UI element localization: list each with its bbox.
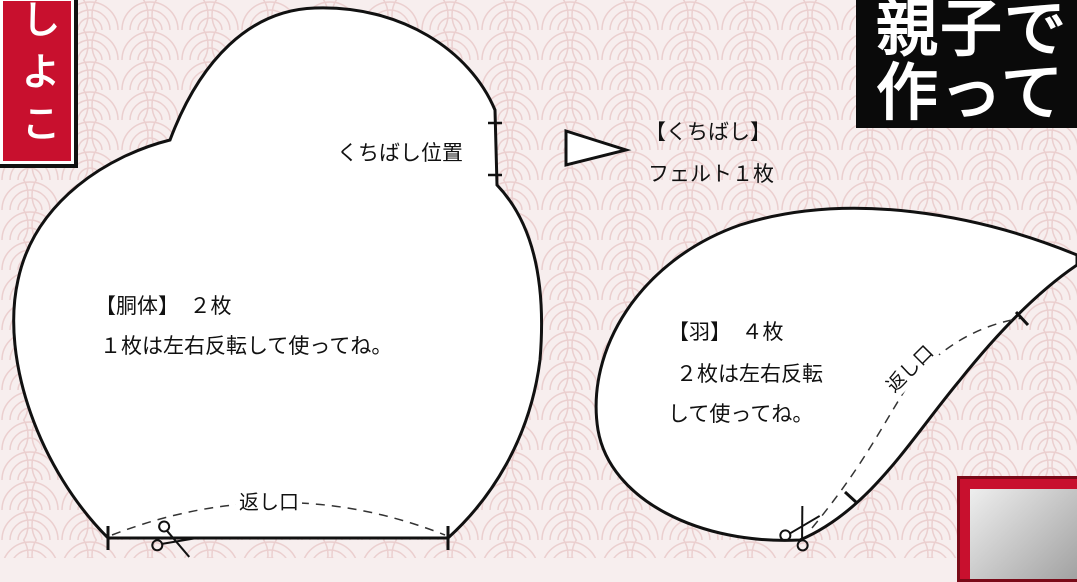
corner-tag	[0, 0, 78, 168]
title-box: 親子で 作って	[856, 0, 1077, 129]
wing-outline	[594, 206, 1077, 542]
wing-opening-mark-top	[1014, 310, 1030, 327]
beak-count: フェルト１枚	[648, 162, 774, 186]
beak-position-label: くちばし位置	[337, 141, 463, 165]
scissors-icon	[779, 505, 821, 552]
title-line-2: 作って	[876, 56, 1065, 129]
beak-triangle	[564, 128, 632, 167]
beak-title: 【くちばし】	[645, 120, 771, 144]
photo-image	[970, 489, 1077, 579]
photo-thumbnail	[957, 476, 1077, 582]
body-opening-dashed	[111, 501, 446, 536]
body-outline	[12, 6, 544, 540]
body-title: 【胴体】 ２枚	[95, 294, 232, 318]
title-line-1: 親子で	[876, 0, 1069, 65]
corner-tag-text: しよこ	[22, 0, 61, 146]
wing-opening-mark-bottom	[843, 490, 859, 505]
wing-note-line1: ２枚は左右反転	[676, 362, 823, 386]
scissors-icon	[151, 520, 197, 558]
wing-note-line2: して使ってね。	[668, 402, 814, 426]
body-opening-label: 返し口	[236, 486, 302, 515]
wing-title: 【羽】 ４枚	[668, 320, 784, 344]
body-note: １枚は左右反転して使ってね。	[100, 334, 393, 358]
